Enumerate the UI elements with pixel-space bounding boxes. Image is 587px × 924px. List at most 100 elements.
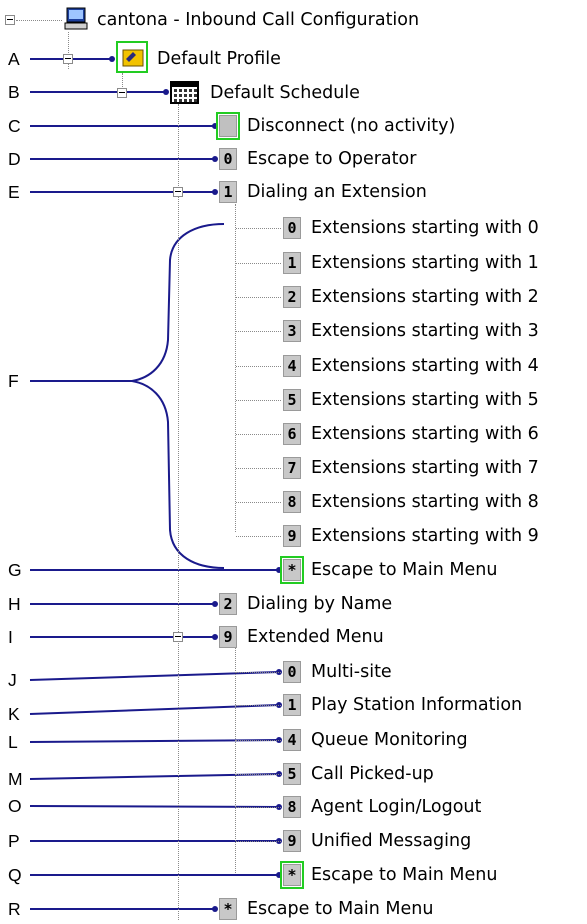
tree-item-label[interactable]: Escape to Operator — [247, 149, 417, 169]
key-icon: 0 — [283, 661, 301, 683]
tree-connector — [236, 263, 281, 264]
key-icon: * — [280, 861, 304, 889]
tree-item-label[interactable]: Dialing by Name — [247, 594, 393, 614]
tree-connector — [236, 536, 281, 537]
callout-label: G — [8, 560, 22, 580]
key-icon: * — [280, 556, 304, 584]
callout-line — [29, 704, 280, 715]
callout-dot — [276, 567, 282, 573]
tree-item-label[interactable]: Extensions starting with 1 — [311, 253, 539, 273]
tree-item-label[interactable]: Disconnect (no activity) — [247, 116, 456, 136]
callout-label: A — [8, 49, 20, 69]
tree-item-label[interactable]: Extended Menu — [247, 627, 384, 647]
key-icon: 9 — [219, 626, 237, 648]
tree-item-label[interactable]: Dialing an Extension — [247, 182, 427, 202]
tree-connector — [16, 20, 62, 21]
callout-dot — [163, 89, 169, 95]
tree-item-label[interactable]: Escape to Main Menu — [311, 865, 498, 885]
key-icon: 0 — [219, 148, 237, 170]
callout-dot — [276, 872, 282, 878]
key-icon: 1 — [283, 694, 301, 716]
tree-item-label[interactable]: Call Picked-up — [311, 764, 434, 784]
key-icon: 1 — [219, 181, 237, 203]
tree-item-label[interactable]: Agent Login/Logout — [311, 797, 482, 817]
callout-label: B — [8, 82, 20, 102]
tree-connector — [236, 705, 281, 706]
tree-connector — [236, 434, 281, 435]
callout-dot — [109, 56, 115, 62]
tree-connector — [68, 32, 69, 69]
key-icon: 6 — [283, 423, 301, 445]
brace-f — [131, 223, 225, 569]
tree-connector — [236, 807, 281, 808]
tree-connector — [235, 204, 236, 532]
key-icon: * — [219, 898, 237, 920]
root-label[interactable]: cantona - Inbound Call Configuration — [97, 10, 420, 30]
tree-connector — [235, 648, 236, 873]
key-icon: 1 — [283, 252, 301, 274]
callout-label: C — [8, 116, 21, 136]
tree-item-label[interactable]: Extensions starting with 6 — [311, 424, 539, 444]
tree-connector — [236, 672, 281, 673]
tree-connector — [236, 502, 281, 503]
collapse-toggle[interactable] — [173, 632, 183, 642]
key-icon: 4 — [283, 355, 301, 377]
callout-label: I — [8, 627, 13, 647]
tree-connector — [178, 104, 179, 920]
callout-label: L — [8, 732, 18, 752]
collapse-toggle[interactable] — [63, 54, 73, 64]
key-icon: 3 — [283, 320, 301, 342]
callout-line — [29, 805, 280, 808]
collapse-toggle[interactable] — [173, 187, 183, 197]
callout-line — [29, 671, 280, 681]
tree-connector — [236, 740, 281, 741]
callout-label: R — [8, 899, 21, 919]
callout-label: K — [8, 704, 20, 724]
key-icon: 8 — [283, 491, 301, 513]
tree-item-label[interactable]: Extensions starting with 9 — [311, 526, 539, 546]
tree-item-label[interactable]: Multi-site — [311, 662, 392, 682]
tree-item-label[interactable]: Unified Messaging — [311, 831, 472, 851]
tree-item-label[interactable]: Extensions starting with 8 — [311, 492, 539, 512]
schedule-icon — [170, 81, 199, 104]
callout-dot — [212, 601, 218, 607]
callout-dot — [212, 189, 218, 195]
tree-connector — [236, 297, 281, 298]
tree-item-label[interactable]: Queue Monitoring — [311, 730, 468, 750]
callout-dot — [212, 906, 218, 912]
key-icon: 2 — [283, 286, 301, 308]
tree-item-label[interactable]: Escape to Main Menu — [311, 560, 498, 580]
tree-item-label[interactable]: Extensions starting with 0 — [311, 218, 539, 238]
collapse-toggle[interactable] — [117, 88, 127, 98]
key-icon: 9 — [283, 525, 301, 547]
schedule-label[interactable]: Default Schedule — [210, 83, 360, 103]
callout-label: M — [8, 769, 23, 789]
tree-item-label[interactable]: Escape to Main Menu — [247, 899, 434, 919]
callout-label: H — [8, 594, 21, 614]
key-icon: 7 — [283, 457, 301, 479]
callout-dot — [212, 634, 218, 640]
profile-icon — [116, 41, 148, 73]
callout-label: E — [8, 182, 20, 202]
tree-item-label[interactable]: Extensions starting with 7 — [311, 458, 539, 478]
tree-item-label[interactable]: Extensions starting with 4 — [311, 356, 539, 376]
tree-item-label[interactable]: Extensions starting with 3 — [311, 321, 539, 341]
profile-label[interactable]: Default Profile — [157, 49, 281, 69]
tree-item-label[interactable]: Extensions starting with 5 — [311, 390, 539, 410]
tree-item-label[interactable]: Extensions starting with 2 — [311, 287, 539, 307]
tree-connector — [236, 468, 281, 469]
callout-label: P — [8, 831, 20, 851]
callout-label: Q — [8, 865, 22, 885]
key-icon: 9 — [283, 830, 301, 852]
tree-connector — [236, 366, 281, 367]
key-icon: 5 — [283, 763, 301, 785]
tree-connector — [122, 73, 123, 93]
tree-item-label[interactable]: Play Station Information — [311, 695, 523, 715]
tree-connector — [236, 400, 281, 401]
collapse-toggle[interactable] — [5, 15, 15, 25]
key-icon — [216, 112, 240, 140]
callout-label: D — [8, 149, 21, 169]
callout-dot — [212, 156, 218, 162]
key-icon: 2 — [219, 593, 237, 615]
